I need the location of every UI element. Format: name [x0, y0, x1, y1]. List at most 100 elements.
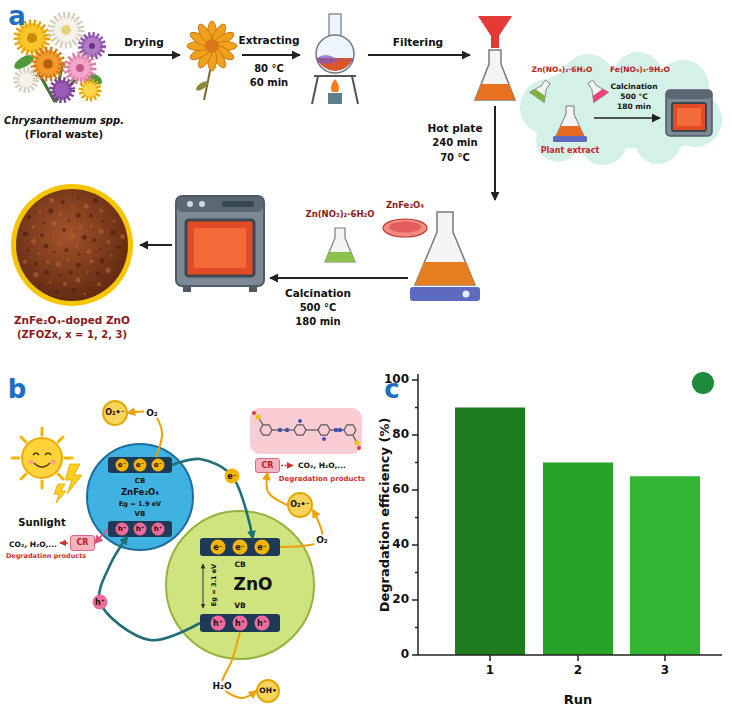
powder-outline	[27, 215, 31, 219]
hole: h⁺	[93, 595, 108, 610]
band-name: CB	[234, 561, 245, 570]
powder-outline	[99, 258, 104, 263]
material-name: ZnFe₂O₄	[121, 488, 159, 498]
furnace	[667, 91, 711, 99]
radical-circle: O₂•⁻	[287, 492, 313, 518]
heating-flask	[317, 55, 353, 64]
step-condition: 500 °C	[300, 302, 337, 314]
step-label: Filtering	[393, 36, 443, 48]
species-label: H₂O	[210, 681, 233, 691]
reagent-flask	[529, 87, 547, 102]
tick-label: 80	[392, 428, 409, 442]
extract-flask	[553, 136, 587, 142]
powder-outline	[34, 262, 38, 266]
dye-molecule	[334, 428, 338, 432]
powder-outline	[96, 271, 100, 275]
furnace	[187, 201, 193, 207]
band-name: VB	[135, 510, 146, 518]
bar-chart	[489, 655, 491, 661]
circle-outline	[288, 493, 312, 517]
dye-molecule	[306, 429, 318, 430]
powder-outline	[76, 263, 81, 268]
bar-chart	[415, 517, 418, 519]
process-arrow	[108, 54, 180, 56]
hole: h⁺	[116, 523, 129, 536]
hole: h⁺	[134, 523, 147, 536]
powder-outline	[68, 219, 71, 222]
dye-molecule	[322, 437, 326, 441]
process-arrow	[140, 244, 172, 246]
process-arrow	[368, 54, 470, 56]
heating-flask	[328, 93, 342, 104]
step-label: Calcination	[285, 287, 351, 299]
reaction-flask	[410, 212, 480, 301]
filter-funnel	[475, 16, 515, 100]
conduction-band: e⁻e⁻e⁻CB	[200, 538, 280, 556]
electron: e⁻	[211, 540, 226, 555]
powder-outline	[26, 249, 29, 252]
reagent-flask	[590, 87, 608, 102]
filter-funnel	[478, 16, 512, 48]
radical-name: O₂•⁻	[290, 500, 310, 509]
material-name: ZnO	[234, 575, 273, 595]
tick-label: 20	[392, 593, 409, 607]
band-name: CB	[135, 477, 145, 485]
reagent-flask	[325, 252, 355, 262]
powder-outline	[69, 271, 73, 275]
dye-box: CR	[255, 458, 280, 473]
sun	[58, 474, 63, 479]
bar-chart	[692, 372, 714, 394]
step-condition: 70 °C	[440, 152, 470, 164]
tick-label: 100	[384, 373, 409, 387]
powder-outline	[10, 183, 134, 307]
petri-dish	[383, 219, 427, 237]
bar-chart	[417, 374, 419, 655]
powder-outline	[53, 251, 56, 254]
powder-outline	[97, 282, 101, 286]
bar-chart	[415, 462, 418, 464]
dye-box: CR	[70, 535, 95, 551]
petri-dish	[389, 222, 421, 233]
flower-bouquet	[67, 55, 93, 81]
electron: e⁻	[225, 469, 240, 484]
dye-name: CR	[261, 461, 273, 470]
furnace	[186, 220, 254, 276]
powder-outline	[57, 241, 61, 245]
furnace	[249, 286, 257, 292]
radical-circle: O₂•⁻	[102, 400, 128, 426]
powder-outline	[33, 272, 38, 277]
inset-cloud: Zn(NO₃)₂·6H₂OFe(NO₃)₃·9H₂OPlant extractC…	[518, 50, 725, 168]
powder-outline	[90, 225, 93, 228]
powder-outline	[32, 225, 36, 229]
degradation-arrow	[281, 465, 293, 466]
hole: h⁺	[233, 616, 248, 631]
powder-outline	[102, 220, 105, 223]
powder-outline	[89, 214, 93, 218]
powder-outline	[78, 253, 81, 256]
dye-molecule	[344, 425, 356, 435]
valence-band: VBh⁺h⁺h⁺	[108, 521, 172, 537]
bar-chart	[412, 544, 418, 546]
step-condition: 180 min	[295, 316, 340, 328]
lightning-bolt	[54, 484, 66, 503]
flower-bouquet	[89, 43, 95, 49]
dried-flower	[205, 39, 219, 53]
heating-flask	[316, 35, 354, 73]
powder-outline	[86, 270, 89, 273]
bar-chart	[412, 489, 418, 491]
bar-chart	[412, 654, 418, 656]
radical-name: O₂•⁻	[105, 408, 125, 417]
electron: e⁻	[134, 459, 147, 472]
plant-name: Chrysanthemum spp.	[4, 115, 124, 127]
powder-outline	[75, 244, 78, 247]
light-label: Sunlight	[18, 517, 65, 529]
dye-molecule	[294, 425, 306, 435]
cloud-outline	[562, 54, 614, 106]
dye-name: CR	[76, 538, 88, 547]
furnace	[677, 108, 701, 126]
powder-outline	[39, 285, 42, 288]
dye-molecule	[298, 419, 302, 423]
dye-molecule	[250, 408, 362, 454]
powder-outline	[56, 262, 61, 267]
